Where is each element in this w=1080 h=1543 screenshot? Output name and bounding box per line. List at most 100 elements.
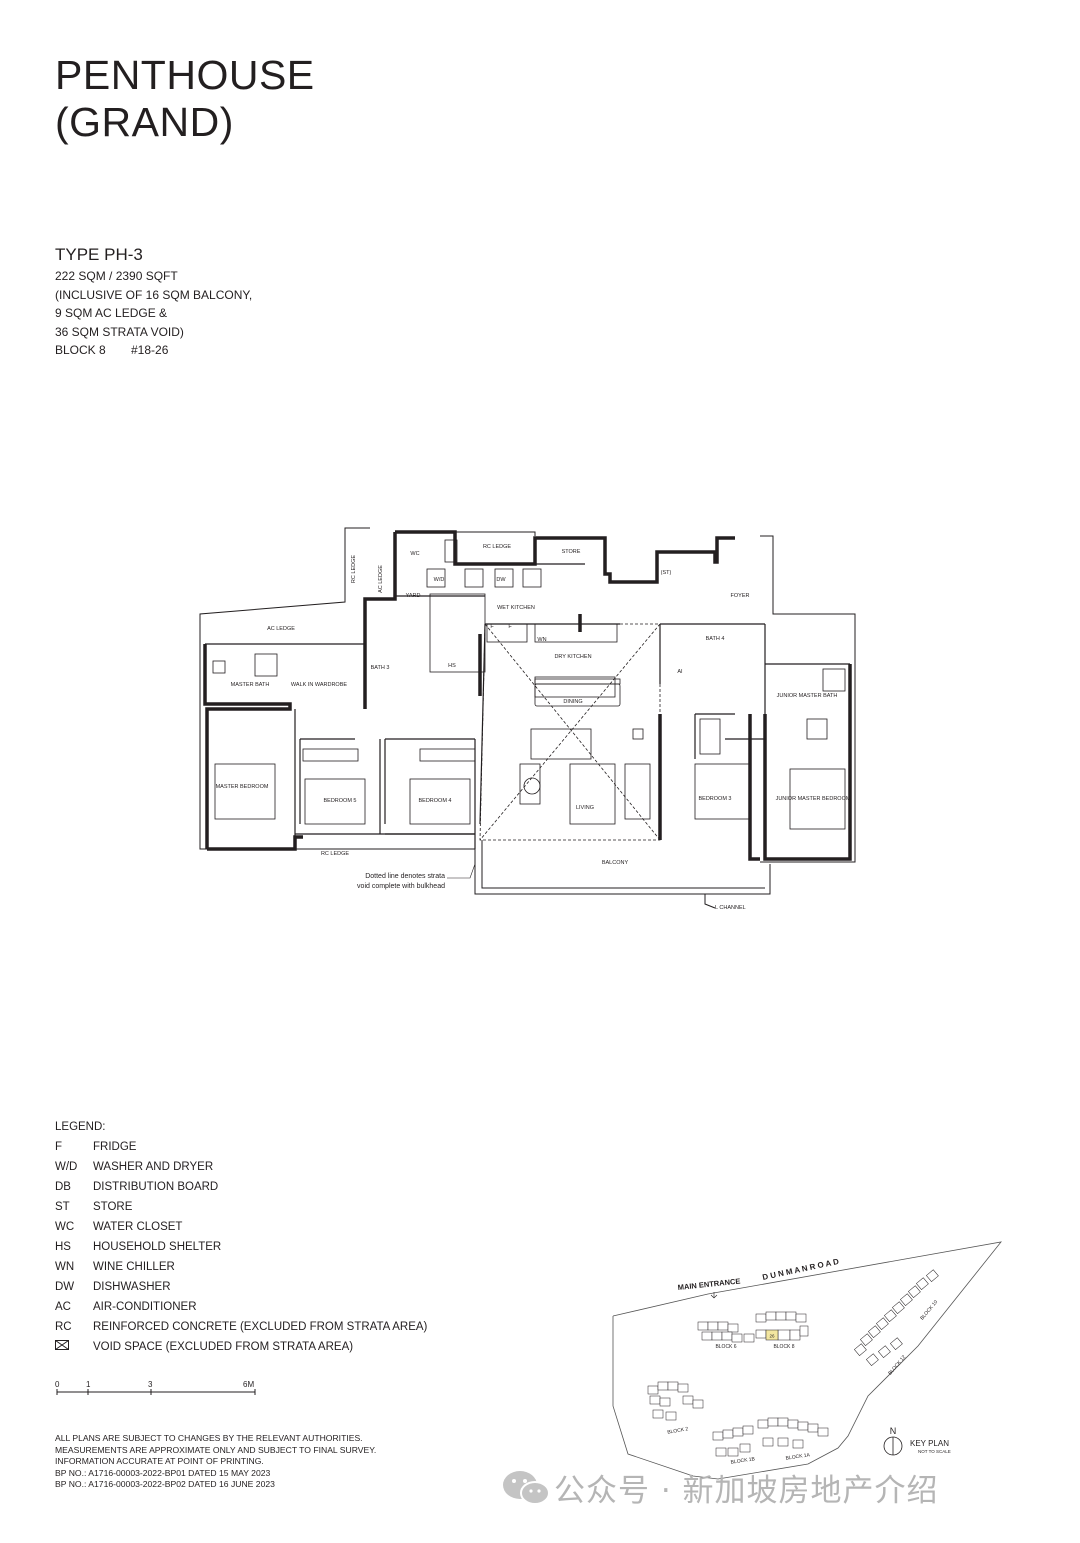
legend-code: HS — [55, 1241, 71, 1253]
label-balcony: BALCONY — [602, 860, 629, 866]
key-plan: MAIN ENTRANCE D U N M A N R O A D 26 — [612, 1241, 1002, 1480]
label-bedroom5: BEDROOM 5 — [323, 798, 356, 804]
label-st: (ST) — [661, 570, 672, 576]
label-block12: BLOCK 12 — [887, 1354, 907, 1376]
scale-tick-1: 1 — [86, 1380, 91, 1389]
label-block6: BLOCK 6 — [715, 1344, 736, 1350]
label-wet-kitchen: WET KITCHEN — [497, 605, 535, 611]
label-junior-master-bedroom: JUNIOR MASTER BEDROOM — [776, 796, 851, 802]
label-dw: DW — [496, 577, 506, 583]
label-walk-in-wardrobe: WALK IN WARDROBE — [291, 682, 347, 688]
disclaimer-notes: ALL PLANS ARE SUBJECT TO CHANGES BY THE … — [55, 1433, 376, 1491]
label-block10: BLOCK 10 — [919, 1299, 939, 1321]
unit-inclusive-3: 36 SQM STRATA VOID) — [55, 324, 184, 339]
dining-table — [534, 676, 616, 698]
watermark-text: 公众号 · 新加坡房地产介绍 — [554, 1472, 939, 1509]
legend-label: DISTRIBUTION BOARD — [93, 1181, 219, 1193]
scale-tick-6: 6M — [243, 1380, 254, 1389]
highlight-unit-marker — [765, 1329, 779, 1341]
legend-item: ST STORE — [55, 1197, 427, 1217]
legend-label: DISHWASHER — [93, 1281, 171, 1293]
label-block1b: BLOCK 1B — [730, 1456, 756, 1465]
unit-type: TYPE PH-3 — [55, 245, 143, 264]
page-title: PENTHOUSE (GRAND) — [55, 52, 315, 146]
label-wn: WN — [537, 637, 546, 643]
legend-code: W/D — [55, 1161, 78, 1173]
label-rc-ledge-bottom: RC LEDGE — [321, 851, 349, 857]
scale-tick-3: 3 — [148, 1380, 153, 1389]
block-10-12 — [854, 1269, 939, 1366]
note-line: ALL PLANS ARE SUBJECT TO CHANGES BY THE … — [55, 1433, 363, 1443]
unit-inclusive-2: 9 SQM AC LEDGE & — [55, 306, 168, 320]
unit-number: #18-26 — [131, 343, 169, 357]
note-line: INFORMATION ACCURATE AT POINT OF PRINTIN… — [55, 1456, 264, 1466]
ledge-outline — [199, 527, 771, 895]
legend-code: ST — [55, 1201, 70, 1213]
note-line: BP NO.: A1716-00003-2022-BP01 DATED 15 M… — [55, 1467, 271, 1478]
label-dry-kitchen: DRY KITCHEN — [554, 654, 591, 660]
legend-item: RC REINFORCED CONCRETE (EXCLUDED FROM STR… — [55, 1317, 427, 1337]
floor-plan: RC LEDGE AC LEDGE WC RC LEDGE STORE YARD… — [199, 527, 856, 911]
legend-code: RC — [55, 1321, 72, 1333]
unit-inclusive-1: (INCLUSIVE OF 16 SQM BALCONY, — [55, 287, 253, 302]
legend-label: REINFORCED CONCRETE (EXCLUDED FROM STRAT… — [93, 1321, 428, 1333]
block-1a-1b — [712, 1417, 829, 1457]
legend-code: DB — [55, 1181, 71, 1193]
label-l-channel: L CHANNEL — [715, 905, 746, 911]
label-master-bath: MASTER BATH — [231, 682, 270, 688]
legend-item-void: VOID SPACE (EXCLUDED FROM STRATA AREA) — [55, 1337, 427, 1357]
label-block8: BLOCK 8 — [773, 1344, 794, 1350]
label-ai: AI — [677, 669, 683, 675]
legend-label: AIR-CONDITIONER — [93, 1301, 197, 1313]
legend-label: WATER CLOSET — [93, 1221, 183, 1233]
label-fridge-1: F — [490, 624, 494, 630]
unit-block-row: BLOCK 8 #18-26 — [55, 341, 252, 360]
label-dining: DINING — [563, 699, 582, 705]
road-label: D U N M A N R O A D — [762, 1257, 840, 1282]
title-line-2: (GRAND) — [55, 99, 234, 145]
void-space-icon — [55, 1340, 69, 1350]
wall-south-west — [207, 835, 303, 851]
legend-item: AC AIR-CONDITIONER — [55, 1297, 427, 1317]
key-plan-subtitle: NOT TO SCALE — [918, 1449, 951, 1454]
title-line-1: PENTHOUSE — [55, 52, 315, 98]
watermark: 公众号 · 新加坡房地产介绍 — [500, 1462, 1060, 1512]
label-living: LIVING — [576, 805, 594, 811]
label-ac-ledge-vertical: AC LEDGE — [378, 565, 384, 593]
unit-area: 222 SQM / 2390 SQFT — [55, 269, 178, 283]
label-bath3: BATH 3 — [371, 665, 390, 671]
legend-label: FRIDGE — [93, 1141, 137, 1153]
label-junior-master-bath: JUNIOR MASTER BATH — [777, 693, 838, 699]
block-2 — [647, 1381, 704, 1421]
key-plan-title: KEY PLAN — [910, 1439, 949, 1448]
scale-bar: 0 1 3 6M — [55, 1380, 256, 1395]
label-store: STORE — [562, 549, 581, 555]
l-channel-line — [704, 894, 716, 909]
label-foyer: FOYER — [731, 593, 750, 599]
balcony-inner-outline — [481, 840, 765, 889]
north-arrow-icon — [883, 1436, 903, 1456]
legend-label: STORE — [93, 1201, 133, 1213]
legend-heading: LEGEND: — [55, 1121, 106, 1133]
strata-note-2: void complete with bulkhead — [357, 883, 445, 890]
east-ledge-outline — [760, 535, 856, 863]
legend-label: HOUSEHOLD SHELTER — [93, 1241, 222, 1253]
legend-item: F FRIDGE — [55, 1137, 427, 1157]
unit-block: BLOCK 8 — [55, 343, 106, 357]
label-block1a: BLOCK 1A — [785, 1452, 811, 1461]
label-fridge-2: F — [508, 624, 512, 630]
scale-tick-0: 0 — [55, 1380, 60, 1389]
label-block2: BLOCK 2 — [667, 1426, 689, 1436]
note-line: BP NO.: A1716-00003-2022-BP02 DATED 16 J… — [55, 1479, 275, 1489]
label-bedroom3: BEDROOM 3 — [698, 796, 731, 802]
legend-code: F — [55, 1141, 63, 1153]
legend-code: AC — [55, 1301, 71, 1313]
note-line: MEASUREMENTS ARE APPROXIMATE ONLY AND SU… — [55, 1444, 377, 1455]
site-boundary — [612, 1241, 1002, 1480]
wall-jmb — [763, 714, 852, 861]
label-rc-ledge-vertical: RC LEDGE — [351, 555, 357, 583]
highlight-unit-label: 26 — [769, 1334, 775, 1339]
legend-item: DB DISTRIBUTION BOARD — [55, 1177, 427, 1197]
